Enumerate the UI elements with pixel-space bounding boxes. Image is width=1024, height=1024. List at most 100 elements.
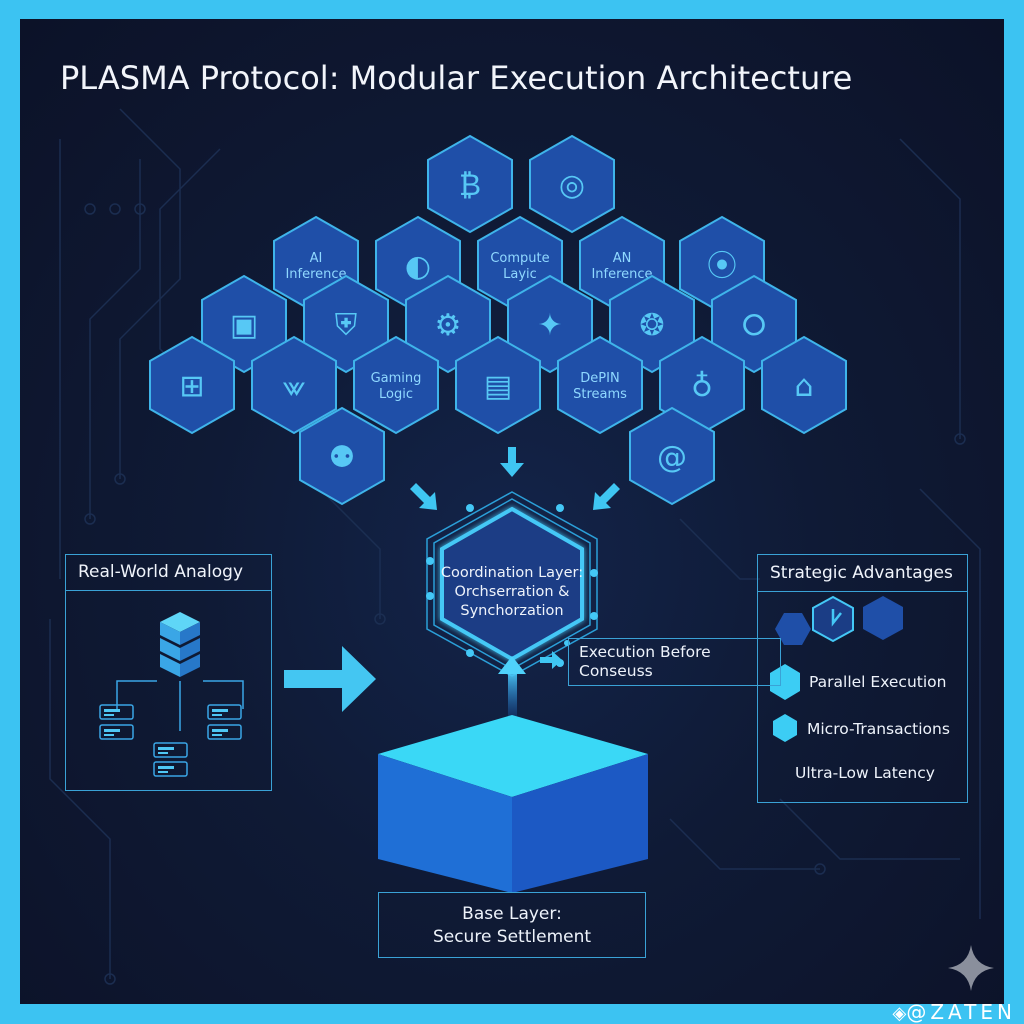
hex-label: Layic <box>503 267 537 282</box>
hex-module: ♁ <box>659 335 745 435</box>
coordination-line-2: Orchserration & <box>455 584 570 600</box>
hex-shape <box>455 335 541 435</box>
input-arrows <box>410 447 620 510</box>
hex-label: Logic <box>379 387 413 402</box>
hex-label: Gaming <box>371 371 422 386</box>
base-layer-box <box>378 892 646 958</box>
hex-module: ⚙ <box>405 274 491 374</box>
hex-module: ⚉ <box>299 406 385 506</box>
camera-focus-icon: ◎ <box>559 168 585 203</box>
globe-tower-icon: ♁ <box>691 369 713 404</box>
bitcoin-cycle-icon: ₿ <box>459 168 481 203</box>
execution-note-line-1: Execution Before <box>579 643 711 661</box>
watermark-text: @ZATEN <box>906 1000 1016 1024</box>
hex-shape <box>609 274 695 374</box>
arrow-diagonal-icon <box>410 483 437 510</box>
advantage-parallel-execution: Parallel Execution <box>809 673 947 691</box>
hex-module: ⌂ <box>761 335 847 435</box>
advantage-micro-transactions: Micro-Transactions <box>807 720 950 738</box>
binance-logo-icon: ◈ <box>892 1003 907 1024</box>
diagram-canvas: PLASMA Protocol: Modular Execution Archi… <box>20 19 1004 1004</box>
hex-module: ⩖ <box>251 335 337 435</box>
analogy-title-box <box>65 554 272 591</box>
coordination-line-1: Coordination Layer: <box>441 565 583 581</box>
terminal-device-icon: ▤ <box>484 369 512 404</box>
execution-note-box <box>568 638 781 686</box>
hex-module: ◎ <box>529 134 615 234</box>
dashed-gear-icon: ❂ <box>639 308 664 343</box>
chip-b-icon: ⊞ <box>179 369 204 404</box>
server-bell-icon: ⌂ <box>794 369 813 404</box>
hex-shape <box>507 274 593 374</box>
hex-module: ⊞ <box>149 335 235 435</box>
hex-shape <box>529 134 615 234</box>
base-layer-cube <box>378 715 648 893</box>
safe-vault-icon: ▣ <box>230 308 258 343</box>
watermark: ◈@ZATEN <box>893 1000 1017 1024</box>
analogy-title: Real-World Analogy <box>78 562 244 582</box>
big-arrow-right-icon <box>284 646 376 712</box>
base-layer-line-1: Base Layer: <box>462 904 562 924</box>
advantage-icons <box>770 595 903 742</box>
hex-shape <box>427 134 513 234</box>
hex-module: ▣ <box>201 274 287 374</box>
hex-label: AN <box>613 251 632 266</box>
location-pin-icon: ⚉ <box>329 440 356 475</box>
hex-shape <box>405 274 491 374</box>
hex-shape <box>557 335 643 435</box>
hex-shape <box>353 335 439 435</box>
arrow-diagonal-icon <box>593 483 620 510</box>
frame-lens-icon: ⦿ <box>707 249 737 284</box>
hex-shape <box>299 406 385 506</box>
bullet-hex-icon <box>770 664 800 700</box>
hex-shape <box>303 274 389 374</box>
coordination-layer: Coordination Layer: Orchserration & Sync… <box>426 491 598 677</box>
shield-frame-icon: ⛨ <box>335 308 358 343</box>
circuit-background <box>49 108 981 985</box>
page-title: PLASMA Protocol: Modular Execution Archi… <box>60 59 853 97</box>
upward-arrow <box>498 656 526 717</box>
bullet-hex-icon <box>773 714 797 742</box>
client-nodes <box>99 704 242 777</box>
compass-star-icon: ✦ <box>537 308 562 343</box>
hex-module: @ <box>629 406 715 506</box>
sparkle-icon <box>948 945 994 991</box>
hex-shape <box>251 335 337 435</box>
server-stack-icon <box>99 612 244 777</box>
spiral-gear-icon: @ <box>657 440 687 475</box>
advantage-ultra-low-latency: Ultra-Low Latency <box>795 764 935 782</box>
overlapping-circles-icon: ◐ <box>405 249 431 284</box>
ring-link-icon: ⭘ <box>742 308 766 343</box>
hex-module: ❂ <box>609 274 695 374</box>
hex-label: AI <box>310 251 323 266</box>
hex-label: Compute <box>490 251 549 266</box>
hex-label: DePIN <box>580 371 619 386</box>
hex-label: Inference <box>285 267 346 282</box>
arrow-right-icon <box>540 651 562 669</box>
hex-label: Inference <box>591 267 652 282</box>
hex-label: Streams <box>573 387 627 402</box>
hex-module: ⛨ <box>303 274 389 374</box>
advantages-title-box <box>757 554 968 592</box>
hex-module: ₿ <box>427 134 513 234</box>
hex-shape <box>629 406 715 506</box>
execution-note-line-2: Conseuss <box>579 662 653 680</box>
coordination-line-3: Synchorzation <box>460 603 563 619</box>
signal-wave-icon: ⩖ <box>282 369 306 404</box>
hex-shape <box>201 274 287 374</box>
arrow-down-icon <box>500 447 524 477</box>
hex-module: ✦ <box>507 274 593 374</box>
hexagon-icon <box>863 596 903 640</box>
hex-module: ⭘ <box>711 274 797 374</box>
base-layer-line-2: Secure Settlement <box>432 927 592 947</box>
advantages-title: Strategic Advantages <box>770 563 953 583</box>
hex-shape <box>149 335 235 435</box>
hex-shape <box>761 335 847 435</box>
hex-module: ▤ <box>455 335 541 435</box>
architecture-diagram: ₿◎AIInference◐ComputeLayicANInference⦿▣⛨… <box>99 134 903 893</box>
globe-gear-icon: ⚙ <box>435 308 462 343</box>
hexagon-icon <box>775 613 811 645</box>
hex-shape <box>711 274 797 374</box>
